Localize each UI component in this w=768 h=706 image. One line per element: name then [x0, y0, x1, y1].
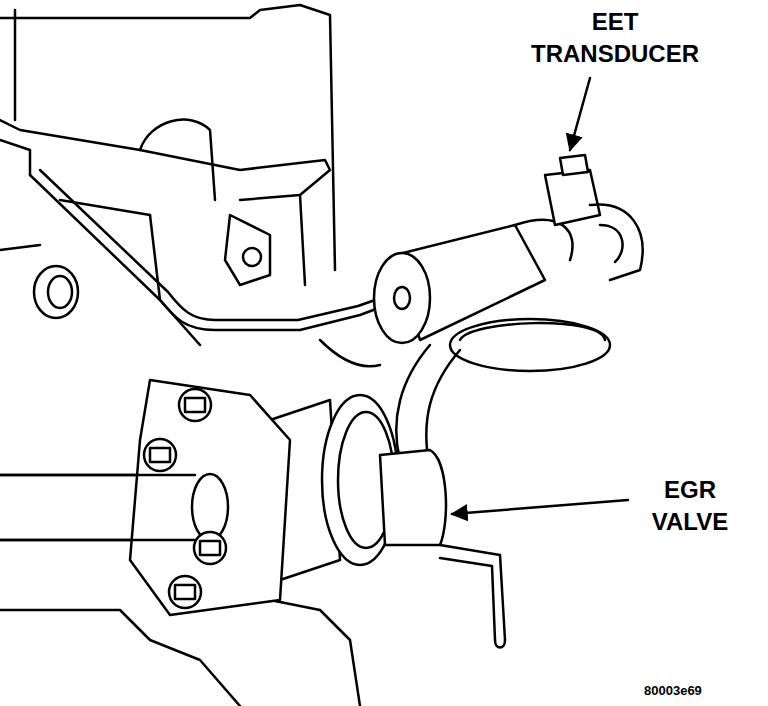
egr-valve: [440, 545, 505, 640]
eet-transducer: [374, 155, 643, 371]
bolt: [179, 389, 211, 421]
egr-valve: [440, 558, 495, 640]
eet-transducer: [394, 287, 410, 309]
bolt: [144, 389, 226, 608]
metal-tube: [40, 170, 398, 320]
leader-arrow: [570, 78, 590, 150]
engine-block: [0, 610, 240, 706]
engine-block: [14, 10, 17, 120]
eet-transducer: [450, 319, 610, 371]
exhaust-tube: [0, 475, 195, 540]
exhaust-tube: [192, 474, 228, 540]
bolt: [144, 439, 176, 471]
engine-block: [0, 5, 335, 270]
engine-block: [300, 195, 305, 285]
engine-block: [0, 245, 40, 250]
engine-block: [270, 600, 360, 706]
exhaust-tube: [0, 380, 290, 615]
exhaust-tube: [130, 380, 290, 615]
bolt: [194, 532, 226, 564]
leader-arrow: [452, 78, 628, 514]
metal-tube: [30, 175, 400, 330]
engine-block: [0, 140, 30, 175]
part-label: EGR VALVE: [634, 474, 746, 538]
figure-number: 80003e69: [644, 683, 744, 699]
eet-transducer: [374, 253, 430, 343]
vacuum-hose: [396, 345, 430, 460]
engine-block: [0, 5, 360, 706]
eet-transducer: [590, 204, 643, 280]
bolt: [185, 398, 205, 412]
washer: [34, 266, 78, 318]
washer: [48, 276, 72, 308]
bolt: [150, 448, 170, 462]
engine-block: [243, 248, 261, 266]
egr-valve: [495, 640, 505, 648]
engine-block: [140, 120, 215, 200]
eet-transducer: [515, 220, 573, 260]
metal-tube: [30, 170, 400, 330]
bolt: [169, 576, 201, 608]
vacuum-hose: [320, 340, 380, 366]
eet-transducer: [560, 155, 588, 175]
engine-block: [225, 215, 270, 285]
washer: [34, 266, 78, 318]
eet-transducer: [545, 170, 600, 225]
part-label: EET TRANSDUCER: [520, 6, 710, 70]
egr-valve: [270, 395, 505, 648]
eet-transducer: [460, 323, 605, 340]
bolt: [200, 541, 220, 555]
exhaust-tube: [192, 474, 228, 540]
leader-arrow: [452, 500, 628, 514]
bolt: [175, 585, 195, 599]
eet-transducer: [600, 225, 623, 262]
egr-valve: [380, 450, 446, 545]
engine-block: [0, 120, 330, 200]
